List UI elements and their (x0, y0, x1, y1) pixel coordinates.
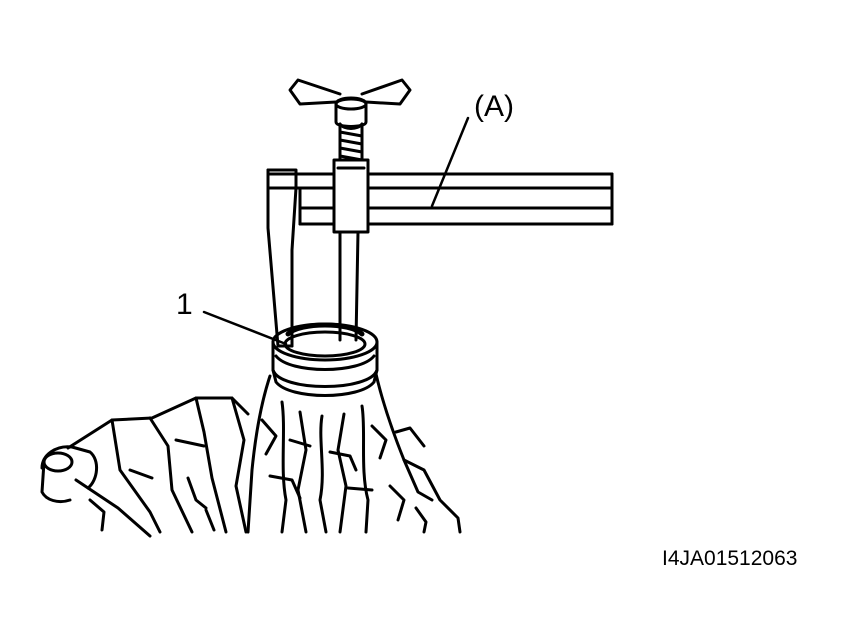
figure-code: I4JA01512063 (662, 547, 797, 570)
leader-line-seal (202, 310, 288, 346)
leader-lines (202, 116, 470, 346)
special-tool-puller (266, 78, 614, 348)
transmission-case (40, 372, 462, 538)
callout-part-label: 1 (176, 288, 193, 321)
leader-line-tool (430, 116, 470, 208)
callout-tool-label: (A) (474, 90, 514, 123)
oil-seal (271, 322, 379, 397)
